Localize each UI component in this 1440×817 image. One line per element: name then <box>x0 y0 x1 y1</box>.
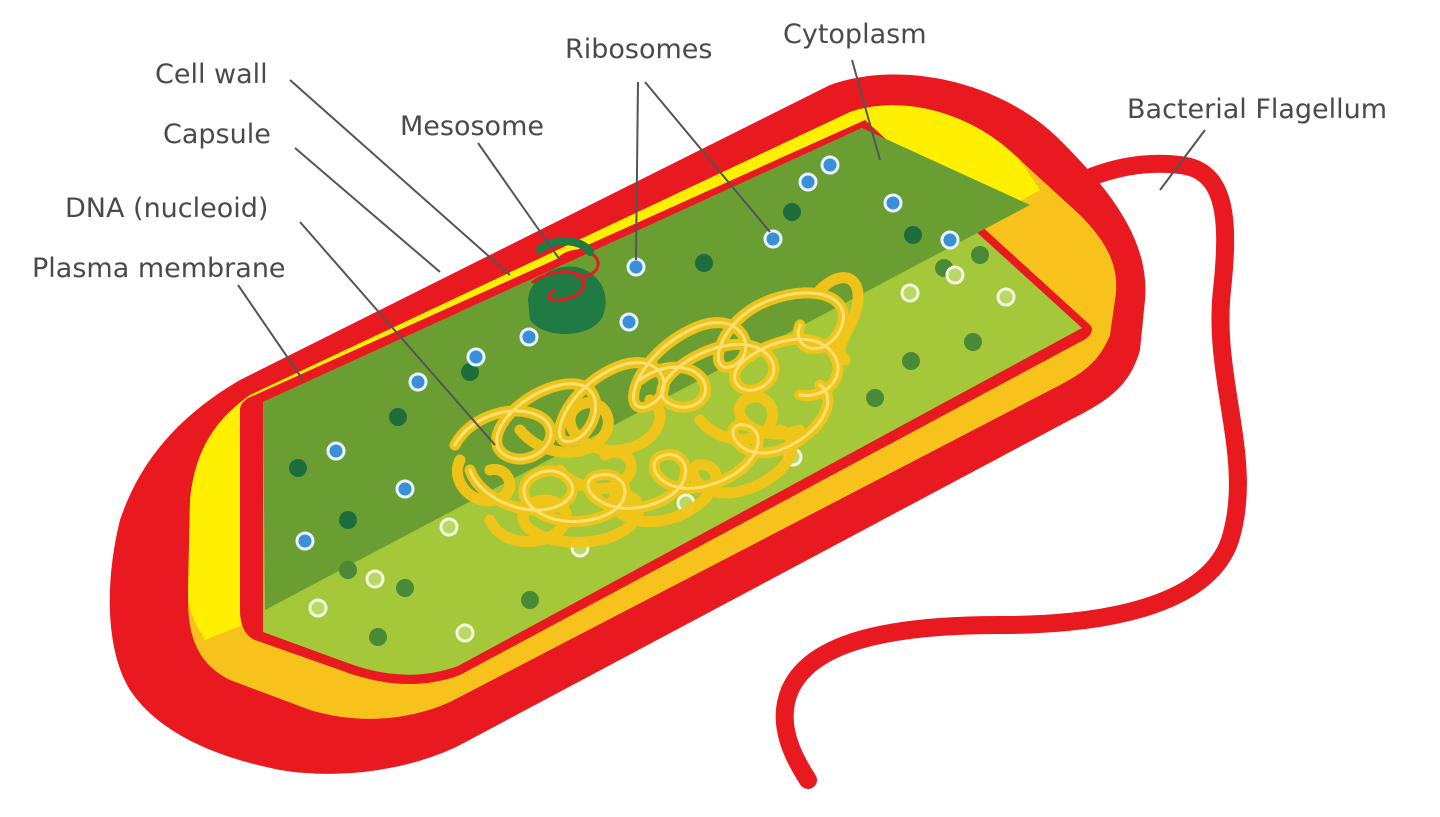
nucleoid-dna <box>449 272 864 548</box>
label-capsule: Capsule <box>163 119 271 150</box>
label-flagellum: Bacterial Flagellum <box>1127 94 1387 125</box>
leader-mesosome <box>477 142 561 261</box>
label-ribosomes: Ribosomes <box>565 34 713 65</box>
leader-ribosome-1 <box>635 81 639 261</box>
label-cytoplasm: Cytoplasm <box>783 19 927 50</box>
flagellum <box>775 154 1247 789</box>
label-plasma-membrane: Plasma membrane <box>32 253 286 284</box>
leader-cytoplasm <box>851 59 881 161</box>
leader-dna <box>299 221 496 446</box>
leader-plasma-membrane <box>237 284 304 381</box>
leader-flagellum <box>1159 129 1206 191</box>
mesosome <box>528 237 606 335</box>
label-dna: DNA (nucleoid) <box>65 193 268 224</box>
labels: Cell wall Capsule DNA (nucleoid) Plasma … <box>32 19 1387 284</box>
cytoplasm-granules <box>289 203 989 646</box>
leader-lines <box>237 59 1206 446</box>
leader-capsule <box>294 147 441 273</box>
label-cell-wall: Cell wall <box>155 59 268 90</box>
ribosomes <box>295 155 1016 643</box>
leader-ribosome-2 <box>644 81 771 233</box>
leader-cell-wall <box>289 79 511 276</box>
label-mesosome: Mesosome <box>400 111 544 142</box>
